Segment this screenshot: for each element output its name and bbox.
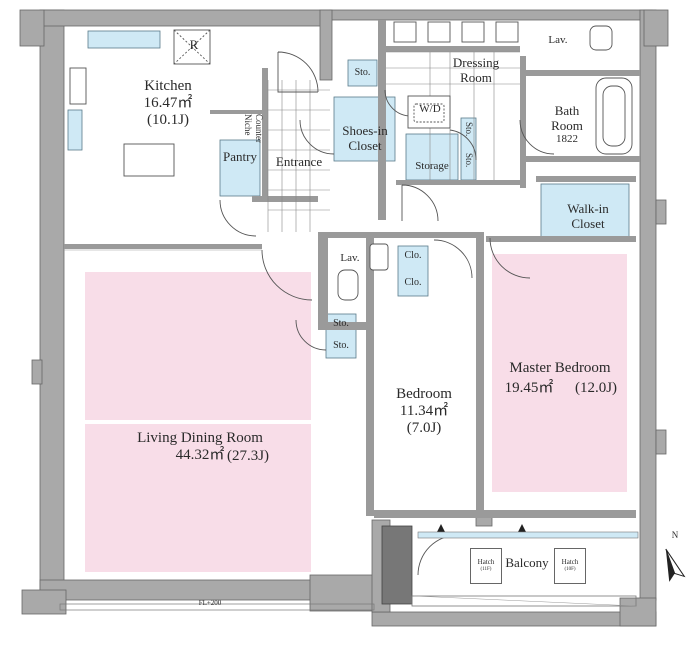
notch-right-1 xyxy=(655,199,667,225)
kitchen-island xyxy=(123,143,175,177)
bath-room-line-2: Room xyxy=(551,117,583,133)
shoes-closet-label: Shoes-in Closet xyxy=(334,123,396,153)
corner-block-tl xyxy=(19,9,45,47)
master-name: Master Bedroom xyxy=(509,360,611,376)
ldk-label: Living Dining Room 44.32㎡ xyxy=(100,430,300,464)
bath-room-line-1: Bath xyxy=(554,103,580,118)
shoes-closet-line-1: Shoes-in xyxy=(342,123,388,138)
marker-left xyxy=(437,524,445,532)
walls xyxy=(19,9,669,627)
notch-right-2 xyxy=(655,429,667,455)
storage-label: Storage xyxy=(415,160,449,172)
marker-right xyxy=(518,524,526,532)
master-area: 19.45㎡ xyxy=(504,380,554,396)
walkin-closet-line-2: Closet xyxy=(571,215,605,231)
master-label: Master Bedroom xyxy=(492,360,628,377)
clo-2-label: Clo. xyxy=(404,277,422,288)
north-arrow xyxy=(665,548,686,582)
ldk-highlight-upper xyxy=(85,272,311,420)
outdoor-unit xyxy=(381,525,413,605)
master-highlight xyxy=(492,254,627,492)
pantry-label: Pantry xyxy=(223,149,257,164)
niche-label-2: Counter xyxy=(254,114,264,143)
bath-room-label: Bath Room 1822 xyxy=(540,103,594,146)
balcony-label: Balcony xyxy=(505,555,549,570)
door-swings xyxy=(219,51,555,576)
kitchen-side-fill xyxy=(67,109,83,151)
hatch-11f-floor: (11F) xyxy=(480,566,492,572)
floor-level-label: FL+200 xyxy=(198,599,222,607)
clo-1-label: Clo. xyxy=(404,250,422,261)
wall-left xyxy=(39,9,65,596)
shoes-closet-line-2: Closet xyxy=(348,137,382,153)
kitchen-stove xyxy=(69,67,87,105)
lav-mid-label: Lav. xyxy=(340,252,360,264)
kitchen-jo: (10.1J) xyxy=(146,111,190,128)
corner-block-bl xyxy=(21,589,67,615)
wd-label: W/D xyxy=(419,103,441,115)
wall-right xyxy=(639,9,657,601)
sto-v1-label: Sto. xyxy=(464,122,474,137)
bedroom-label: Bedroom 11.34㎡ (7.0J) xyxy=(380,386,468,436)
hatch-10f-label: Hatch (10F) xyxy=(555,549,585,572)
wall-step xyxy=(319,9,333,81)
ldk-area: 44.32㎡ xyxy=(175,446,225,463)
entrance-label: Entrance xyxy=(275,154,323,169)
wall-bottom-right xyxy=(371,611,657,627)
kitchen-cab-fill xyxy=(87,30,161,49)
storage-fills xyxy=(67,30,630,359)
dressing-room-line-1: Dressing xyxy=(452,55,500,70)
sto-v2-label: Sto. xyxy=(464,153,474,168)
corner-block-br xyxy=(619,597,657,627)
walkin-closet-line-1: Walk-in xyxy=(567,201,609,216)
hatch-10f-title: Hatch xyxy=(561,558,579,566)
hatch-10f: Hatch (10F) xyxy=(554,548,586,584)
bedroom-area: 11.34㎡ xyxy=(399,402,449,419)
ldk-highlight-lower xyxy=(85,424,311,572)
refrigerator-label: R xyxy=(189,37,199,52)
bath-room-size: 1822 xyxy=(556,133,578,146)
kitchen-name: Kitchen xyxy=(144,78,192,94)
notch-left-1 xyxy=(31,359,43,385)
sto-a-label: Sto. xyxy=(333,318,349,329)
partitions xyxy=(64,20,640,518)
hatch-11f-title: Hatch xyxy=(477,558,495,566)
bathtub xyxy=(595,77,633,155)
wall-top-right xyxy=(329,9,653,21)
toilet-mid xyxy=(337,269,359,301)
kitchen-label: Kitchen 16.47㎡ (10.1J) xyxy=(118,78,218,128)
ldk-name: Living Dining Room xyxy=(137,430,263,446)
sto-a-fill xyxy=(325,313,357,359)
sto-b-label: Sto. xyxy=(333,340,349,351)
hatch-11f: Hatch (11F) xyxy=(470,548,502,584)
bedroom-jo: (7.0J) xyxy=(406,419,442,436)
compass-label: N xyxy=(671,530,679,540)
niche-label-1: Niche xyxy=(243,114,253,136)
walkin-closet-label: Walk-in Closet xyxy=(556,201,620,231)
toilet-top xyxy=(589,25,613,51)
pantry-fill xyxy=(219,139,261,197)
ldk-jo: (27.3J) xyxy=(226,448,270,464)
column-left xyxy=(309,574,379,612)
sto-top-fill xyxy=(347,59,378,87)
dressing-room-line-2: Room xyxy=(460,69,492,85)
room-highlights xyxy=(85,254,627,572)
master-jo: (12.0J) xyxy=(574,380,618,396)
kitchen-area: 16.47㎡ xyxy=(143,94,193,111)
sink-mid xyxy=(369,243,389,271)
lav-top-label: Lav. xyxy=(548,34,568,46)
dressing-room-label: Dressing Room xyxy=(436,55,516,85)
balcony-elements xyxy=(59,524,639,611)
bedroom-name: Bedroom xyxy=(396,386,452,402)
sto-top-label: Sto. xyxy=(354,67,371,78)
hatch-11f-label: Hatch (11F) xyxy=(471,549,501,572)
clo-fill xyxy=(397,245,429,297)
washer xyxy=(407,95,451,129)
wall-top-left xyxy=(39,9,331,27)
fixtures xyxy=(69,21,633,301)
corner-block-tr xyxy=(643,9,669,47)
hatch-10f-floor: (10F) xyxy=(564,566,576,572)
